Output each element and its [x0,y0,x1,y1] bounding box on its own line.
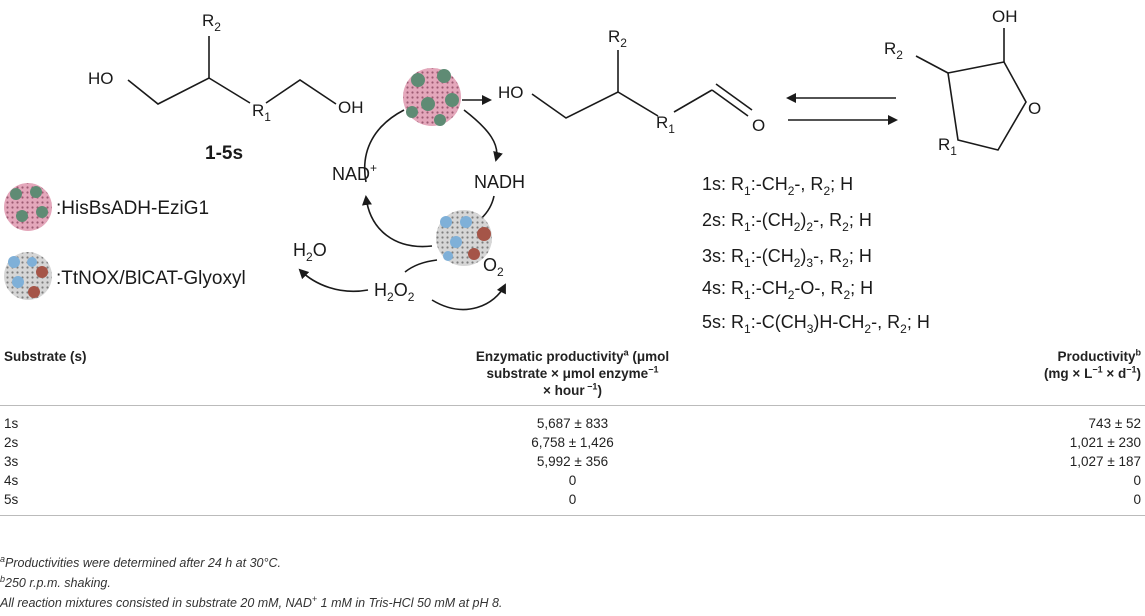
lactol-o-label: O [1028,99,1041,118]
cell-productivity: 1,027 ± 187 [1069,454,1141,469]
substrate-id-label: 1-5s [205,143,243,164]
substrate-definition-4s: 4s: R1:-CH2-O-, R2; H [702,278,873,302]
cell-substrate: 1s [4,416,19,431]
lactol-oh-label: OH [992,7,1018,26]
cell-substrate: 5s [0,490,382,516]
table-footnotes: aProductivities were determined after 24… [0,553,502,613]
aldehyde-o-label: O [752,116,765,135]
cell-productivity: 1,021 ± 230 [1069,435,1141,450]
productivity-table: Substrate (s) Enzymatic productivitya (μ… [0,340,1145,516]
o2-to-h2o2-arrow [404,259,438,273]
aldehyde-structure: HO R2 R1 O [498,27,765,136]
lactol-structure: OH R2 O R1 [884,7,1041,158]
legend-adh-label: :HisBsADH-EziG1 [56,198,209,219]
footnote-a: aProductivities were determined after 24… [0,553,281,570]
cell-enzymatic: 5,992 ± 356 [536,454,609,469]
nadh-label: NADH [474,172,525,192]
legend-nox-label: :TtNOX/BlCAT-Glyoxyl [56,268,246,289]
h2o-label: H2O [293,240,327,264]
nad-plus-label: NAD+ [332,161,377,184]
header-substrate: Substrate (s) [0,340,382,406]
cycle-arc-right-top [463,109,503,162]
table-row: 4s 0 0 [0,471,1145,490]
cell-enzymatic: 5,687 ± 833 [536,416,609,431]
legend-adh-icon [4,183,52,231]
cell-productivity: 0 [763,490,1145,516]
cell-enzymatic: 0 [568,473,577,488]
o2-label: O2 [483,255,504,279]
lactol-r2-label: R2 [884,39,903,62]
substrate-oh-label: OH [338,98,364,117]
substrate-r2-label: R2 [202,11,221,34]
table-row: 2s 6,758 ± 1,426 1,021 ± 230 [0,433,1145,452]
h2o2-label: H2O2 [374,280,415,304]
substrate-definition-5s: 5s: R1:-C(CH3)H-CH2-, R2; H [702,312,930,336]
cell-substrate: 3s [4,454,19,469]
table-row: 3s 5,992 ± 356 1,027 ± 187 [0,452,1145,471]
nox-cat-bead-icon [436,210,492,266]
substrate-definition-3s: 3s: R1:-(CH2)3-, R2; H [702,246,872,270]
cell-substrate: 4s [4,473,19,488]
footnote-conditions: All reaction mixtures consisted in subst… [0,593,503,610]
cell-enzymatic: 0 [381,490,764,516]
adh-bead-icon [403,68,461,126]
substrate-definition-1s: 1s: R1:-CH2-, R2; H [702,174,853,198]
table-header-row: Substrate (s) Enzymatic productivitya (μ… [0,340,1145,406]
substrate-ho-label: HO [88,69,114,88]
table-row: 5s 0 0 [0,490,1145,516]
aldehyde-ho-label: HO [498,83,524,102]
substrate-definitions: 1s: R1:-CH2-, R2; H 2s: R1:-(CH2)2-, R2;… [702,174,930,336]
legend-nox-icon [4,252,52,300]
cell-productivity: 743 ± 52 [1088,416,1141,431]
cell-substrate: 2s [4,435,19,450]
aldehyde-r2-label: R2 [608,27,627,50]
table-row: 1s 5,687 ± 833 743 ± 52 [0,406,1145,434]
footnote-b: b250 r.p.m. shaking. [0,573,111,590]
substrate-structure: HO R2 R1 OH 1-5s [88,11,364,164]
header-enzymatic-productivity: Enzymatic productivitya (μmol substrate … [381,340,764,406]
substrate-r1-label: R1 [252,101,271,124]
h2o2-to-o2-arrow [431,283,506,311]
cell-enzymatic: 6,758 ± 1,426 [531,435,614,450]
reaction-scheme: HO R2 R1 OH 1-5s NAD+ NADH O2 H2O2 H2O [4,7,1041,336]
lactol-r1-label: R1 [938,135,957,158]
substrate-definition-2s: 2s: R1:-(CH2)2-, R2; H [702,210,872,234]
cycle-arc-left-bottom [362,195,433,248]
aldehyde-r1-label: R1 [656,113,675,136]
cycle-arc-left-top [364,109,405,183]
header-productivity: Productivityb (mg × L−1 × d−1) [763,340,1145,406]
h2o2-to-h2o-arrow [298,268,369,293]
cell-productivity: 0 [1133,473,1141,488]
